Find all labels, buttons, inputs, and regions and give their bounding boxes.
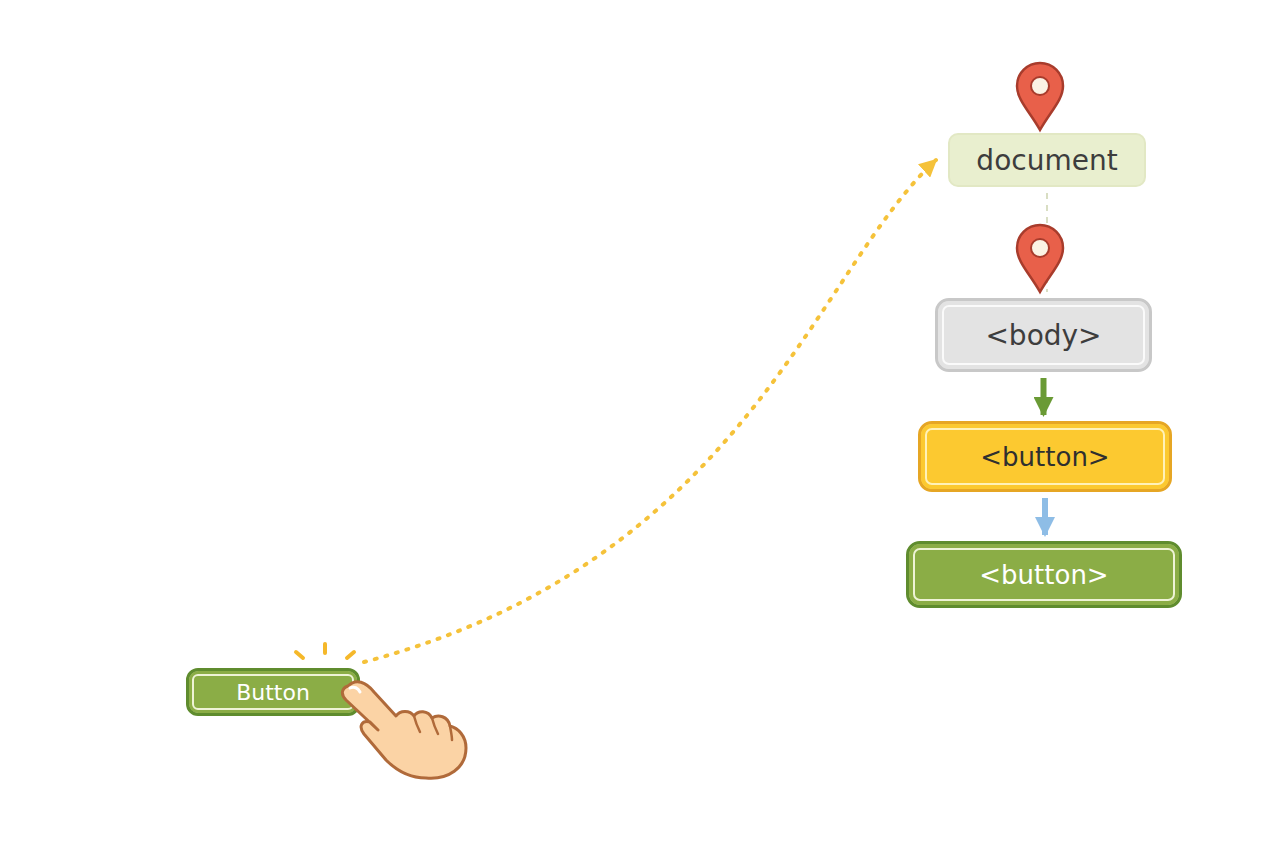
document-node: document (948, 133, 1146, 187)
element-node: <body> (935, 298, 1152, 372)
target-node: <button> (906, 541, 1182, 608)
node-label: Button (236, 680, 310, 705)
click-sparks (296, 644, 354, 658)
node-label: <body> (985, 319, 1101, 352)
pointing-hand (330, 670, 490, 790)
element-node: <button> (918, 421, 1172, 492)
node-label: <button> (980, 442, 1109, 472)
node-label: document (976, 144, 1117, 177)
dom-connector (1041, 378, 1047, 415)
location-pin (1017, 63, 1063, 130)
ui-button: Button (186, 668, 360, 716)
dom-connector (1042, 498, 1048, 535)
location-pin (1017, 225, 1063, 292)
event-path (364, 160, 936, 662)
node-label: <button> (979, 560, 1108, 590)
